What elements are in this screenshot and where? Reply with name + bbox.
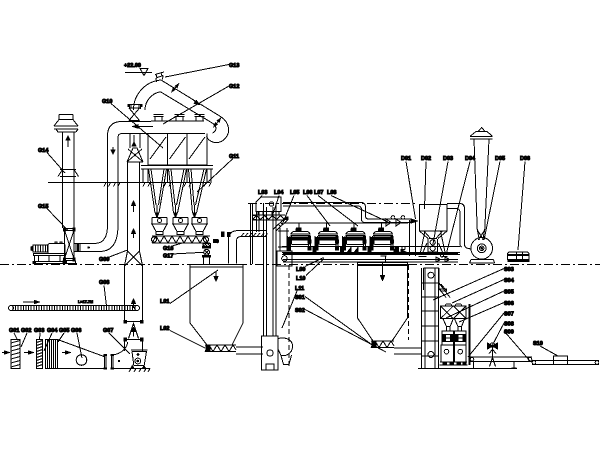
svg-text:S04: S04 (504, 278, 515, 284)
svg-text:G05: G05 (59, 328, 69, 334)
svg-text:G07: G07 (103, 328, 113, 334)
svg-text:S08: S08 (504, 322, 514, 328)
svg-text:L06: L06 (303, 190, 312, 196)
svg-text:L02: L02 (160, 326, 169, 332)
svg-text:G14: G14 (38, 148, 49, 154)
svg-text:S01: S01 (295, 295, 305, 301)
svg-text:S09: S09 (504, 330, 514, 336)
svg-text:S06: S06 (504, 301, 514, 307)
svg-text:D05: D05 (495, 156, 505, 162)
svg-text:L04: L04 (274, 190, 284, 196)
svg-text:G03: G03 (34, 328, 44, 334)
svg-text:S05: S05 (504, 290, 514, 296)
svg-text:G04: G04 (47, 328, 58, 334)
svg-text:S02: S02 (295, 308, 305, 314)
svg-text:G02: G02 (21, 328, 31, 334)
svg-text:L=17.7M: L=17.7M (78, 300, 93, 304)
svg-text:G12: G12 (229, 84, 239, 90)
svg-text:L03: L03 (258, 190, 267, 196)
svg-text:S10: S10 (533, 341, 543, 347)
svg-text:L08: L08 (327, 190, 336, 196)
svg-text:G13: G13 (229, 63, 239, 69)
svg-text:+22.00: +22.00 (124, 63, 141, 69)
svg-text:G01: G01 (9, 328, 19, 334)
svg-text:G06: G06 (71, 328, 81, 334)
svg-text:D02: D02 (421, 156, 431, 162)
svg-text:L05: L05 (290, 190, 299, 196)
svg-text:D06: D06 (520, 156, 530, 162)
svg-text:G10: G10 (102, 99, 112, 105)
svg-text:S03: S03 (504, 267, 514, 273)
svg-text:G15: G15 (38, 204, 48, 210)
svg-text:L09: L09 (296, 267, 305, 273)
svg-text:G16: G16 (163, 246, 173, 252)
svg-text:D01: D01 (401, 156, 411, 162)
svg-text:G09: G09 (99, 257, 109, 263)
svg-text:D03: D03 (443, 156, 453, 162)
svg-text:G17: G17 (163, 254, 173, 260)
svg-text:D04: D04 (465, 156, 476, 162)
svg-text:L01: L01 (160, 299, 169, 305)
svg-text:G08: G08 (99, 280, 109, 286)
svg-text:L10: L10 (296, 276, 305, 282)
svg-text:L07: L07 (314, 190, 323, 196)
svg-text:G11: G11 (229, 154, 239, 160)
svg-text:S07: S07 (504, 312, 514, 318)
svg-text:L11: L11 (295, 286, 304, 292)
